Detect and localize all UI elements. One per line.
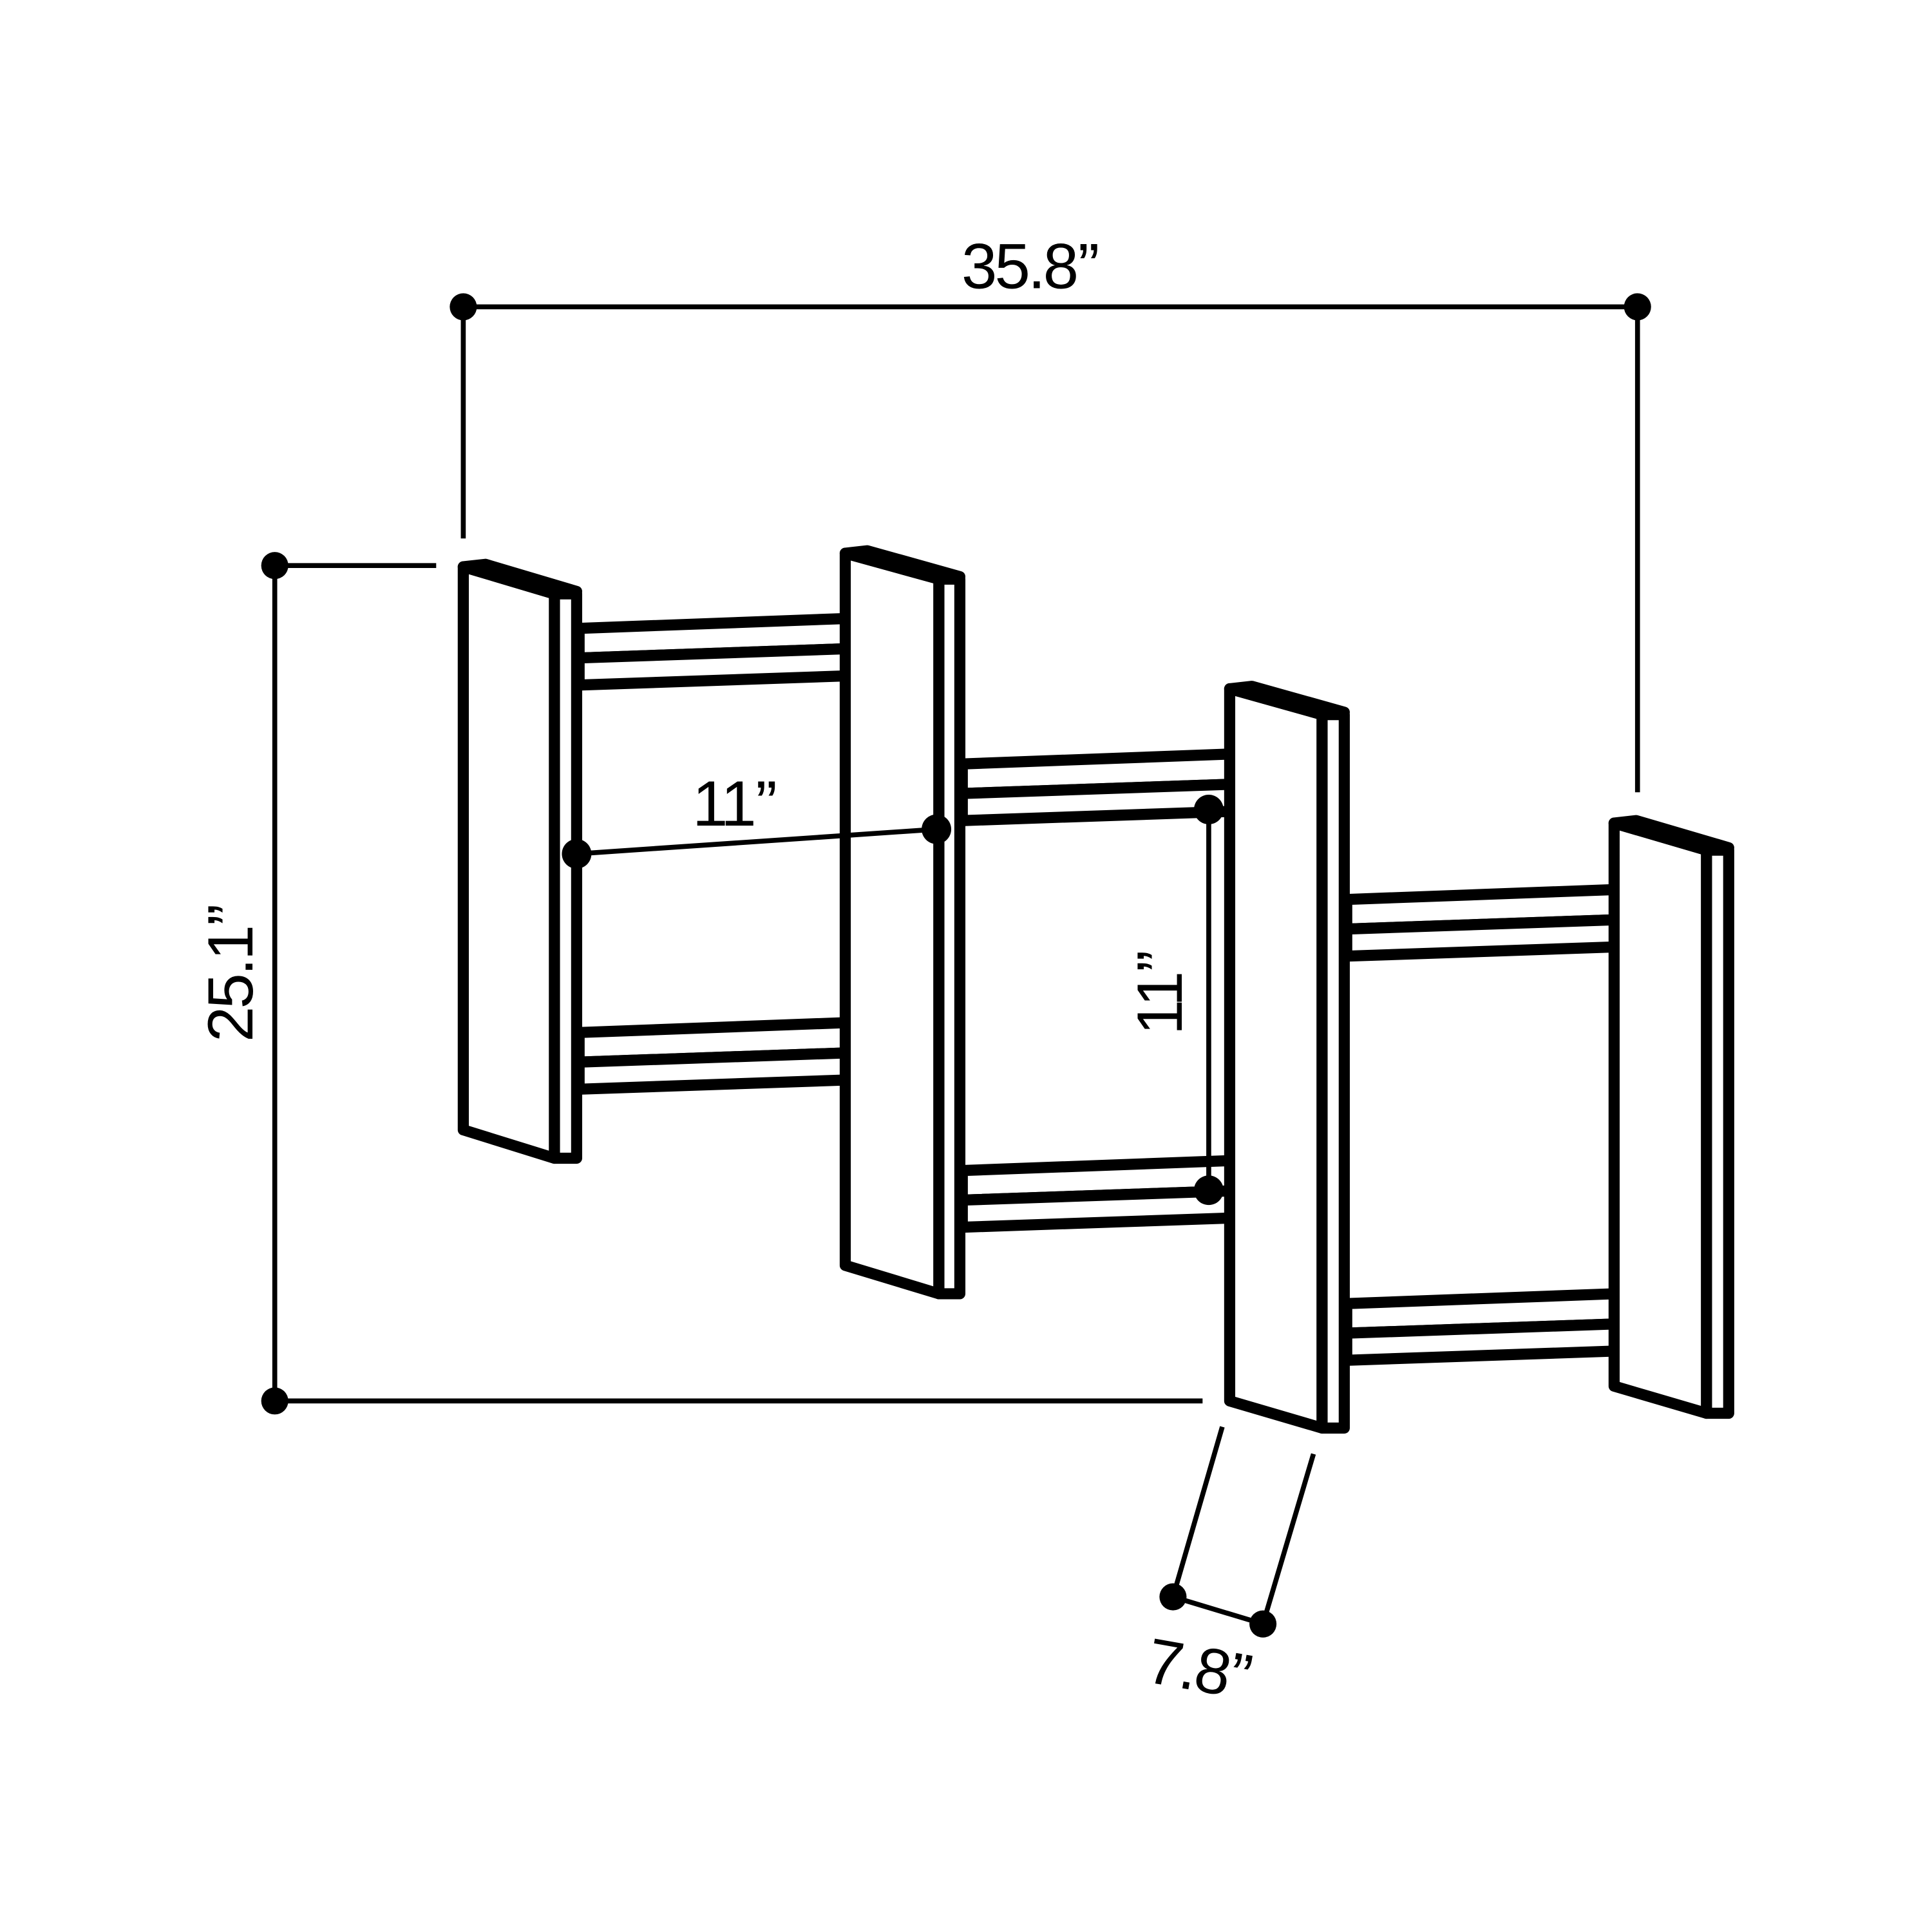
depth-dimension: 7.8’’ — [1142, 1426, 1316, 1714]
width-dot-left — [450, 293, 477, 321]
depth-extension-left — [1170, 1426, 1225, 1598]
shelf-height-dimension: 11’’ — [1124, 795, 1224, 1206]
column-1-front-face — [549, 588, 583, 1164]
height-label: 25.1’’ — [195, 905, 267, 1042]
width-dimension: 35.8’’ — [450, 231, 1651, 793]
width-label: 35.8’’ — [961, 231, 1099, 303]
column-1-top-face — [457, 558, 583, 600]
height-dot-top — [261, 552, 289, 580]
column-3-front-face — [1316, 709, 1350, 1434]
column-4-top-face — [1608, 815, 1734, 856]
column-4-front-face — [1701, 844, 1734, 1419]
bay-width-dimension-line — [576, 826, 937, 857]
shelf-height-label: 11’’ — [1124, 951, 1196, 1035]
column-3-side-face — [1224, 683, 1328, 1434]
depth-label: 7.8’’ — [1142, 1625, 1256, 1713]
height-dot-bottom — [261, 1387, 289, 1415]
bay-width-dot-right — [922, 814, 952, 844]
depth-dot-right — [1249, 1610, 1277, 1638]
column-2-front-face — [933, 573, 966, 1300]
column-2-side-face — [839, 547, 945, 1300]
height-dimension: 25.1’’ — [195, 552, 1203, 1415]
column-1 — [457, 558, 583, 1164]
column-4-side-face — [1608, 817, 1712, 1419]
bay-width-label: 11’’ — [692, 768, 776, 840]
column-2-top-face — [839, 545, 966, 585]
shelf-height-dot-bottom — [1193, 1175, 1224, 1206]
shelf-height-dot-top — [1193, 795, 1224, 824]
column-3-top-face — [1224, 681, 1350, 721]
depth-extension-right — [1260, 1453, 1316, 1625]
shelf-unit — [457, 545, 1734, 1434]
column-4 — [1608, 815, 1734, 1419]
column-2 — [839, 545, 966, 1300]
width-dot-right — [1624, 293, 1651, 321]
column-1-side-face — [457, 561, 560, 1164]
bay-width-dimension: 11’’ — [562, 768, 952, 869]
column-3 — [1224, 681, 1350, 1434]
bay-width-dot-left — [562, 838, 592, 869]
depth-dimension-line — [1172, 1594, 1264, 1627]
depth-dot-left — [1159, 1583, 1187, 1611]
